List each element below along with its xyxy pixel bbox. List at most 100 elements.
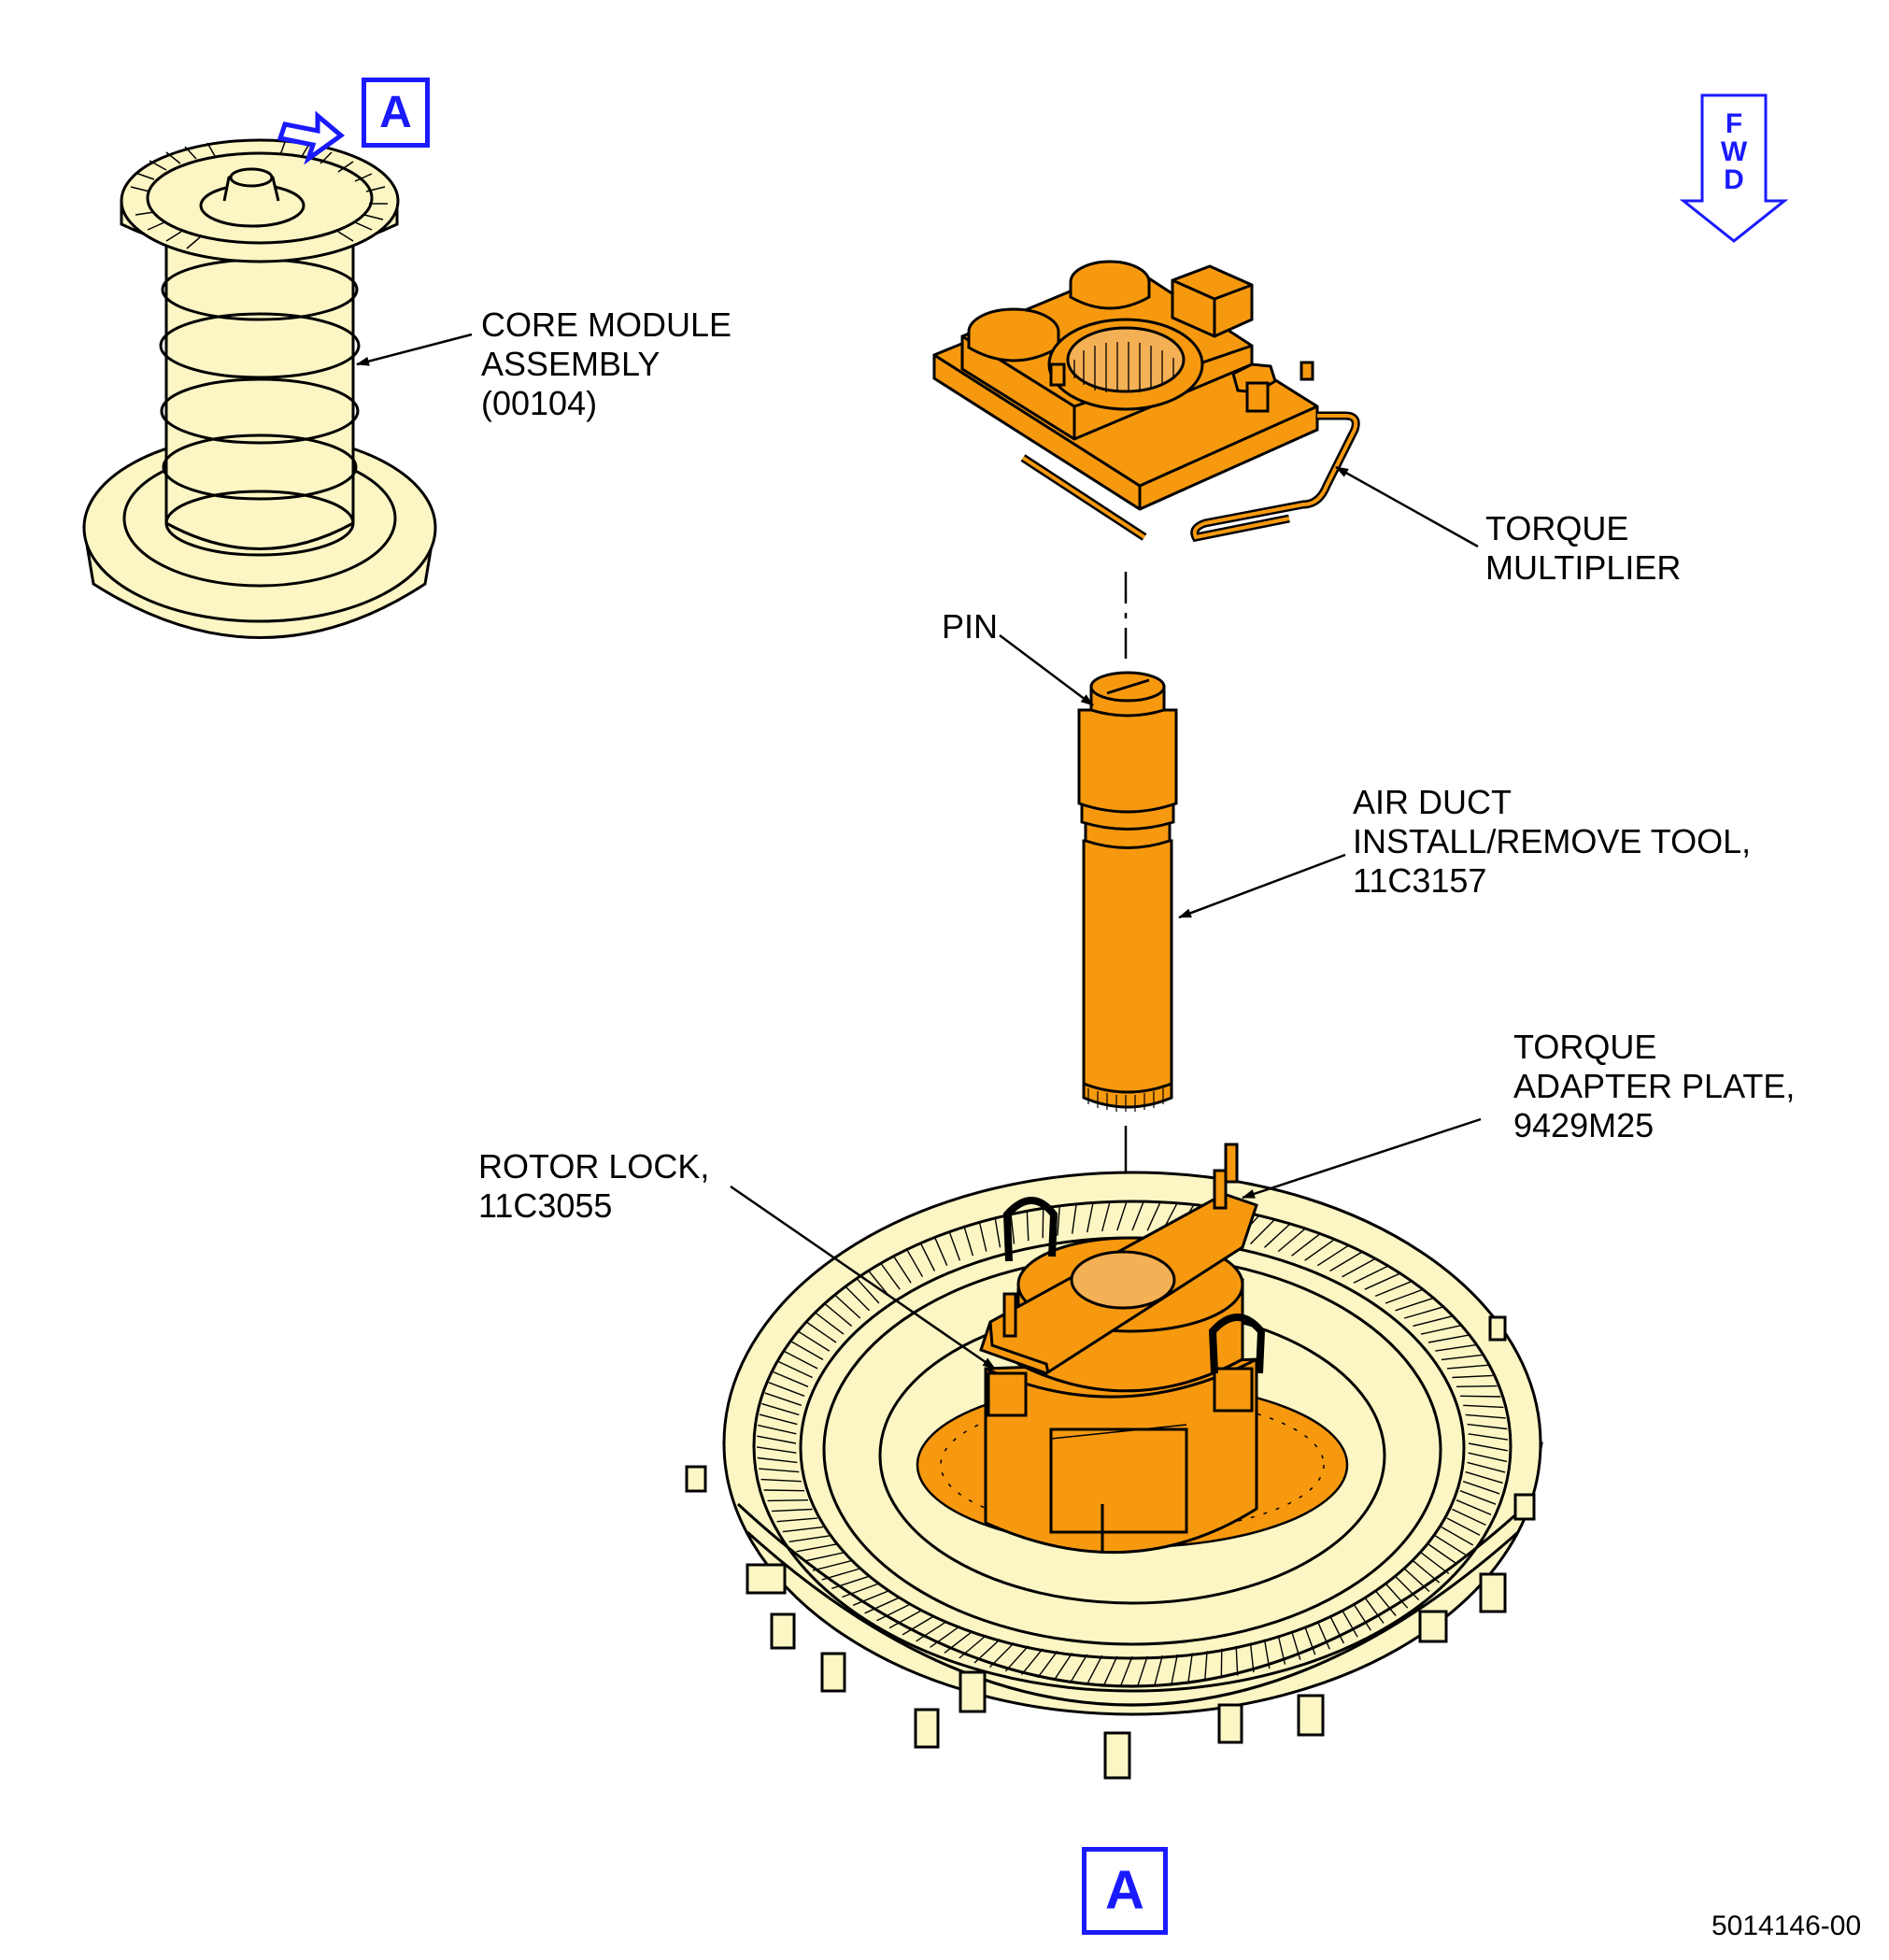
- blade-line: [1435, 1344, 1476, 1352]
- blade-line: [824, 1303, 853, 1327]
- blade-line: [1446, 1517, 1481, 1536]
- blade-line: [782, 1526, 824, 1533]
- blade-line: [1037, 1650, 1058, 1679]
- blade-line: [1420, 1552, 1450, 1575]
- blade-line: [1250, 1218, 1275, 1244]
- torque-multiplier-illustration: [932, 260, 1360, 543]
- blade-line: [757, 1435, 797, 1444]
- blade-line: [778, 1360, 813, 1379]
- label-line: ASSEMBLY: [481, 345, 660, 383]
- blade-line: [1187, 1653, 1193, 1683]
- label-line: 11C3055: [478, 1186, 613, 1225]
- blade-line: [1087, 1655, 1103, 1684]
- blade-line: [1465, 1413, 1506, 1419]
- label-line: 9429M25: [1513, 1106, 1655, 1144]
- blade-line: [767, 1499, 809, 1502]
- blade-line: [906, 1249, 924, 1278]
- blade-line: [1004, 1645, 1030, 1672]
- blade-line: [1468, 1452, 1508, 1463]
- blade-line: [1374, 1281, 1413, 1298]
- blade-line: [1087, 1202, 1094, 1233]
- core-module-assembly-illustration: [82, 110, 437, 639]
- blade-line: [1137, 1655, 1148, 1686]
- blade-line: [1303, 1626, 1316, 1655]
- blade-line: [756, 1446, 797, 1454]
- blade-line: [1116, 1200, 1128, 1231]
- label-line: TORQUE: [1485, 509, 1629, 547]
- blade-line: [1101, 1201, 1111, 1232]
- blade-line: [1452, 1508, 1486, 1527]
- blade-line: [1468, 1433, 1509, 1441]
- blade-line: [1342, 1257, 1376, 1278]
- pin-label: PIN: [942, 607, 998, 646]
- air-duct-tool-leader: [1178, 853, 1346, 919]
- blade-line: [1456, 1385, 1498, 1387]
- blade-line: [845, 1286, 870, 1312]
- blade-line: [1070, 1654, 1088, 1683]
- blade-line: [764, 1392, 802, 1406]
- blade-line: [1434, 1535, 1467, 1555]
- blade-line: [806, 1321, 837, 1343]
- label-line: PIN: [942, 607, 999, 646]
- air-duct-tool-label: AIR DUCT INSTALL/REMOVE TOOL, 11C3157: [1353, 783, 1751, 901]
- blade-line: [978, 1222, 987, 1252]
- blade-line: [1341, 1609, 1358, 1638]
- blade-line: [784, 1351, 818, 1370]
- label-line: CORE MODULE: [481, 305, 732, 344]
- blade-line: [1220, 1648, 1223, 1679]
- blade-line: [763, 1489, 805, 1492]
- blade-line: [776, 1517, 818, 1523]
- blade-line: [880, 1263, 901, 1290]
- blade-line: [1026, 1211, 1030, 1242]
- blade-line: [1364, 1272, 1400, 1290]
- blade-line: [1235, 1645, 1239, 1676]
- blade-line: [1403, 1568, 1430, 1593]
- blade-line: [773, 1371, 809, 1387]
- blade-line: [1468, 1442, 1508, 1452]
- torque-adapter-plate-label: TORQUE ADAPTER PLATE, 9429M25: [1513, 1028, 1795, 1145]
- blade-line: [759, 1468, 800, 1473]
- blade-line: [1427, 1334, 1469, 1343]
- label-line: TORQUE: [1513, 1028, 1657, 1066]
- blade-line: [1057, 1205, 1060, 1236]
- blade-line: [1120, 1655, 1133, 1686]
- blade-line: [1353, 1265, 1388, 1284]
- blade-line: [1404, 1306, 1443, 1319]
- blade-line: [1042, 1208, 1044, 1239]
- rotor-lock-label: ROTOR LOCK, 11C3055: [478, 1147, 709, 1226]
- fwd-letter: F: [1725, 108, 1743, 139]
- blade-line: [1364, 1597, 1385, 1624]
- fwd-letter: W: [1720, 136, 1748, 167]
- blade-line: [1146, 1201, 1161, 1231]
- blade-line: [1413, 1315, 1453, 1328]
- blade-line: [868, 1271, 890, 1297]
- blade-line: [1385, 1288, 1423, 1304]
- blade-line: [1441, 1526, 1474, 1546]
- blade-line: [1204, 1651, 1208, 1682]
- blade-line: [834, 1294, 861, 1319]
- document-number: 5014146-00: [1711, 1910, 1862, 1941]
- blade-line: [1316, 1621, 1330, 1650]
- blade-line: [902, 1614, 935, 1636]
- blade-line: [1131, 1200, 1144, 1231]
- label-line: (00104): [481, 384, 598, 422]
- blade-line: [1467, 1423, 1508, 1430]
- blade-line: [1385, 1583, 1409, 1609]
- blade-line: [1456, 1499, 1492, 1516]
- blade-line: [994, 1217, 1001, 1248]
- blade-line: [1395, 1298, 1433, 1312]
- label-line: INSTALL/REMOVE TOOL,: [1353, 822, 1752, 860]
- air-duct-tool-illustration: [1077, 671, 1178, 1112]
- blade-line: [1452, 1374, 1493, 1379]
- fwd-arrow-icon: [1679, 93, 1789, 243]
- blade-line: [1395, 1575, 1420, 1600]
- fwd-label: F W D: [1715, 110, 1753, 194]
- blade-line: [1420, 1325, 1461, 1335]
- rotor-lock-leader: [730, 1185, 996, 1371]
- blade-line: [1462, 1481, 1500, 1495]
- torque-multiplier-label: TORQUE MULTIPLIER: [1485, 509, 1681, 588]
- blade-line: [864, 1597, 901, 1614]
- blade-line: [1020, 1648, 1044, 1675]
- blade-line: [798, 1331, 831, 1352]
- blade-line: [852, 1589, 890, 1606]
